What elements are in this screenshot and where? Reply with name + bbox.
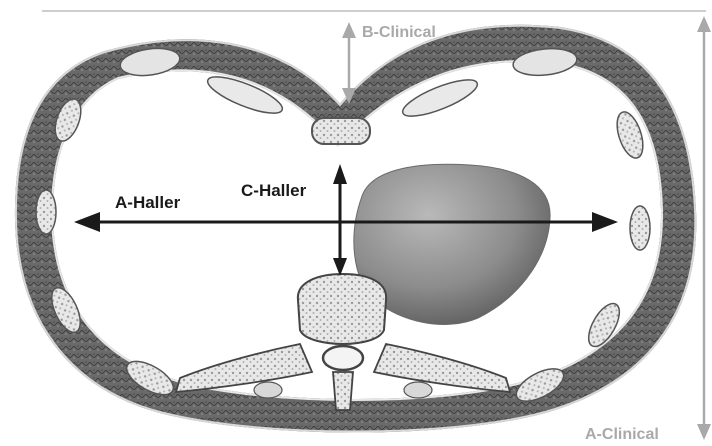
b-clinical-arrow [342,22,356,104]
c-haller-arrow [333,164,347,276]
label-c-haller: C-Haller [241,181,307,200]
label-b-clinical: B-Clinical [362,24,436,41]
sternum [312,118,370,144]
rib-left-2 [36,190,56,234]
a-clinical-arrow [697,16,711,440]
rib-right-2 [630,206,650,250]
label-a-clinical: A-Clinical [585,426,659,443]
label-a-haller: A-Haller [115,193,181,212]
